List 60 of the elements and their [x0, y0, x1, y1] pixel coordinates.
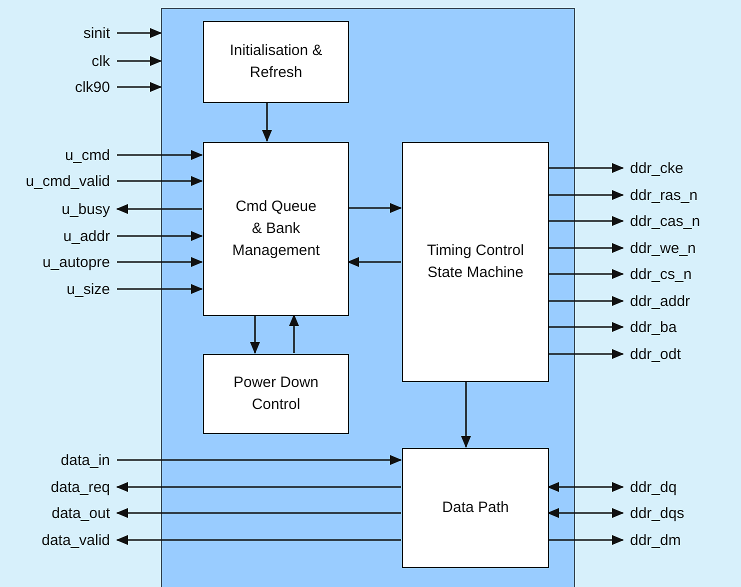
signal-name: data_out: [52, 504, 110, 522]
arrow: [548, 349, 624, 359]
signal-name: sinit: [83, 24, 110, 42]
arrow: [117, 231, 203, 241]
arrow: [347, 257, 401, 267]
arrow: [116, 535, 401, 545]
arrow: [117, 284, 203, 294]
arrow: [547, 482, 624, 492]
signal-name: ddr_ba: [630, 318, 677, 336]
arrow: [117, 176, 203, 186]
signal-name: clk: [92, 52, 110, 70]
signal-name: u_busy: [62, 200, 110, 218]
arrow: [117, 56, 162, 66]
module-block: [161, 8, 575, 587]
arrow: [116, 482, 401, 492]
signal-name: u_cmd_valid: [26, 172, 110, 190]
signal-name: u_cmd: [64, 146, 110, 164]
arrow: [548, 163, 624, 173]
signal-name: ddr_dq: [630, 478, 677, 496]
signal-name: ddr_odt: [630, 346, 681, 362]
arrow: [117, 82, 162, 92]
signal-name: ddr_cas_n: [630, 212, 700, 230]
arrow: [548, 535, 624, 545]
arrow: [548, 296, 624, 306]
arrow: [117, 257, 203, 267]
arrow: [117, 455, 402, 465]
arrow: [289, 314, 299, 353]
arrow: [548, 243, 624, 253]
arrow: [117, 28, 162, 38]
process-box: Timing Control State Machine: [402, 142, 549, 382]
arrow: [461, 381, 471, 448]
signal-name: u_size: [66, 280, 110, 298]
signal-name: ddr_dqs: [630, 504, 684, 522]
arrow: [116, 204, 202, 214]
arrow: [262, 102, 272, 142]
signal-name: ddr_addr: [630, 292, 690, 310]
signal-name: clk90: [74, 78, 110, 96]
signal-name: ddr_cs_n: [630, 266, 692, 282]
signal-name: ddr_cke: [630, 160, 684, 176]
signal-name: u_autopre: [42, 254, 110, 270]
signal-name: data_req: [50, 478, 110, 496]
signal-name: ddr_we_n: [630, 240, 696, 256]
arrow: [548, 269, 624, 279]
process-box: Power Down Control: [203, 354, 349, 434]
arrow: [348, 203, 402, 213]
process-box: Initialisation & Refresh: [203, 21, 349, 103]
arrow: [250, 315, 260, 354]
signal-name: u_addr: [63, 228, 110, 244]
arrow: [116, 508, 401, 518]
signal-name: data_in: [60, 452, 110, 468]
signal-name: ddr_dm: [630, 532, 681, 548]
arrow: [548, 190, 624, 200]
arrow: [548, 322, 624, 332]
arrow: [547, 508, 624, 518]
arrow: [117, 150, 203, 160]
signal-name: ddr_ras_n: [630, 186, 698, 204]
process-box: Cmd Queue & Bank Management: [203, 142, 349, 316]
signal-name: data_valid: [42, 532, 110, 548]
arrow: [548, 216, 624, 226]
process-box: Data Path: [402, 448, 549, 568]
